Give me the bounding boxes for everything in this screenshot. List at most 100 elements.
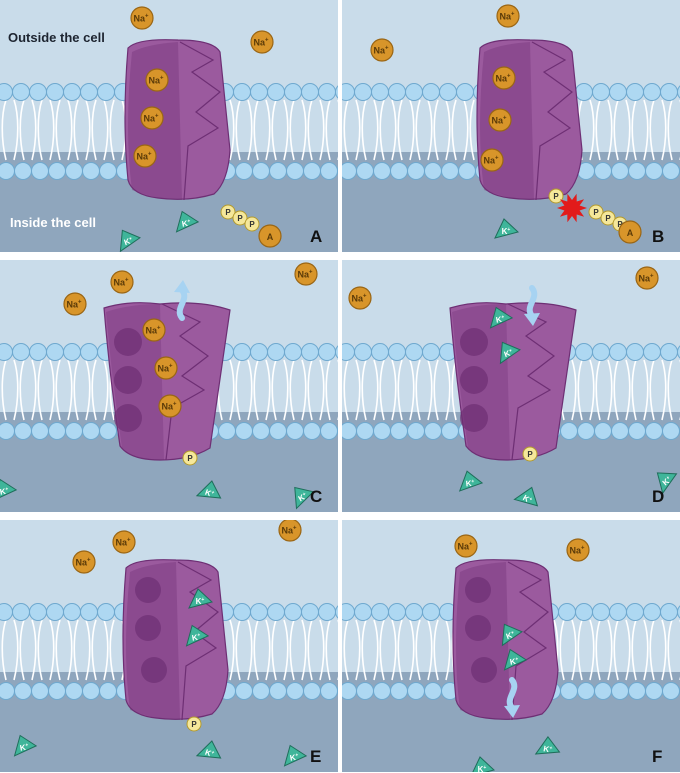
sodium-ion-label: Na+ [75,558,91,568]
lipid-tail [427,359,433,421]
sodium-ion-body [294,262,318,286]
phosphate-label: P [553,192,559,201]
potassium-ion: K+ [175,210,200,233]
panel-d-graphic: Na+Na+K+K+PK+K+K+ D [342,260,680,512]
potassium-ion-label: K+ [19,742,29,752]
lipid-tail [283,619,289,681]
lipid-tail [13,619,19,681]
lipid-tail [433,619,439,681]
phospholipid-head [65,162,83,180]
lipid-tail [289,99,295,161]
sodium-ion-charge: + [145,14,149,20]
potassium-ion-charge: + [483,765,486,771]
phospholipid-head [303,422,321,440]
lipid-tail [589,619,595,681]
phospholipid-head [577,422,595,440]
binding-pocket [114,404,142,432]
binding-pocket [465,615,491,641]
lipid-tail [625,619,631,681]
phospholipid-head [645,682,663,700]
lipid-tail [55,619,61,681]
lipid-tail [109,99,115,161]
sodium-ion: Na+ [72,550,96,574]
phosphate-label: P [187,454,193,463]
potassium-ion: K+ [185,624,210,647]
potassium-ion-charge: + [5,486,9,492]
sodium-ion-charge: + [309,270,313,276]
phospholipid-head [82,682,100,700]
lipid-tail [31,99,37,161]
potassium-ion: K+ [656,472,678,495]
potassium-ion-charge: + [210,490,215,497]
sodium-ion-charge: + [155,114,159,120]
outside-label: Outside the cell [8,30,105,45]
lipid-tail [445,619,451,681]
phospholipid-head [577,682,595,700]
phospholipid-head [456,83,474,101]
phospholipid-head [48,422,66,440]
phospholipid-head [29,603,47,621]
phospholipid-head [286,682,304,700]
inside-label: Inside the cell [10,215,96,230]
lipid-tail [235,619,241,681]
lipid-tail [667,99,673,161]
sodium-ion-charge: + [469,542,473,548]
lipid-tail [397,359,403,421]
phosphate-body [522,446,538,462]
panel-letter: F [652,747,662,766]
lipid-tail [103,619,109,681]
phospholipid-head [356,422,374,440]
lipid-tail [649,99,655,161]
cytoplasm-shade [342,675,680,772]
lipid-tail [55,359,61,421]
potassium-ion-body [188,588,214,609]
phospholipid-head [643,83,661,101]
lipid-tail [85,619,91,681]
phospholipid-head [12,83,30,101]
lipid-tail [55,99,61,161]
sodium-ion-label: Na+ [281,526,297,536]
lipid-tail [607,99,613,161]
lipid-tail [397,619,403,681]
panel-f: Na+Na+K+K+K+K+ F [342,520,680,772]
lipid-tail [289,619,295,681]
potassium-ion-body [119,229,141,252]
phospholipid-head [575,343,593,361]
phospholipid-head [0,343,13,361]
sodium-ion-charge: + [650,274,654,280]
lipid-tail [355,359,361,421]
lipid-tail [307,99,313,161]
lipid-tail [253,99,259,161]
adenosine-label: A [627,228,634,238]
potassium-ion-label: K+ [0,486,9,496]
sodium-ion-label: Na+ [161,402,177,412]
phospholipid-head [390,162,408,180]
lipid-tail [1,359,7,421]
phospholipid-head [97,83,115,101]
sodium-ion-label: Na+ [373,46,389,56]
sodium-ion-charge: + [363,294,367,300]
lipid-tail [343,359,349,421]
phospholipid-head [80,343,98,361]
phospholipid-head [284,603,302,621]
potassium-ion-label: K+ [204,748,215,759]
phospholipid-head [662,682,680,700]
lipid-tail [613,99,619,161]
lipid-tail [373,619,379,681]
lipid-tail [631,619,637,681]
lipid-tail [607,359,613,421]
potassium-ion-charge: + [210,750,215,757]
phosphate-group: P [186,716,202,732]
phospholipid-head [337,166,338,176]
sodium-ion: Na+ [566,538,590,562]
lipid-tail [319,359,325,421]
sodium-ion-body [496,4,520,28]
phospholipid-head [284,83,302,101]
lipid-tail [379,99,385,161]
phospholipid-head [342,162,357,180]
phospholipid-head [560,422,578,440]
lipid-tail [73,619,79,681]
phospholipid-head [252,162,270,180]
